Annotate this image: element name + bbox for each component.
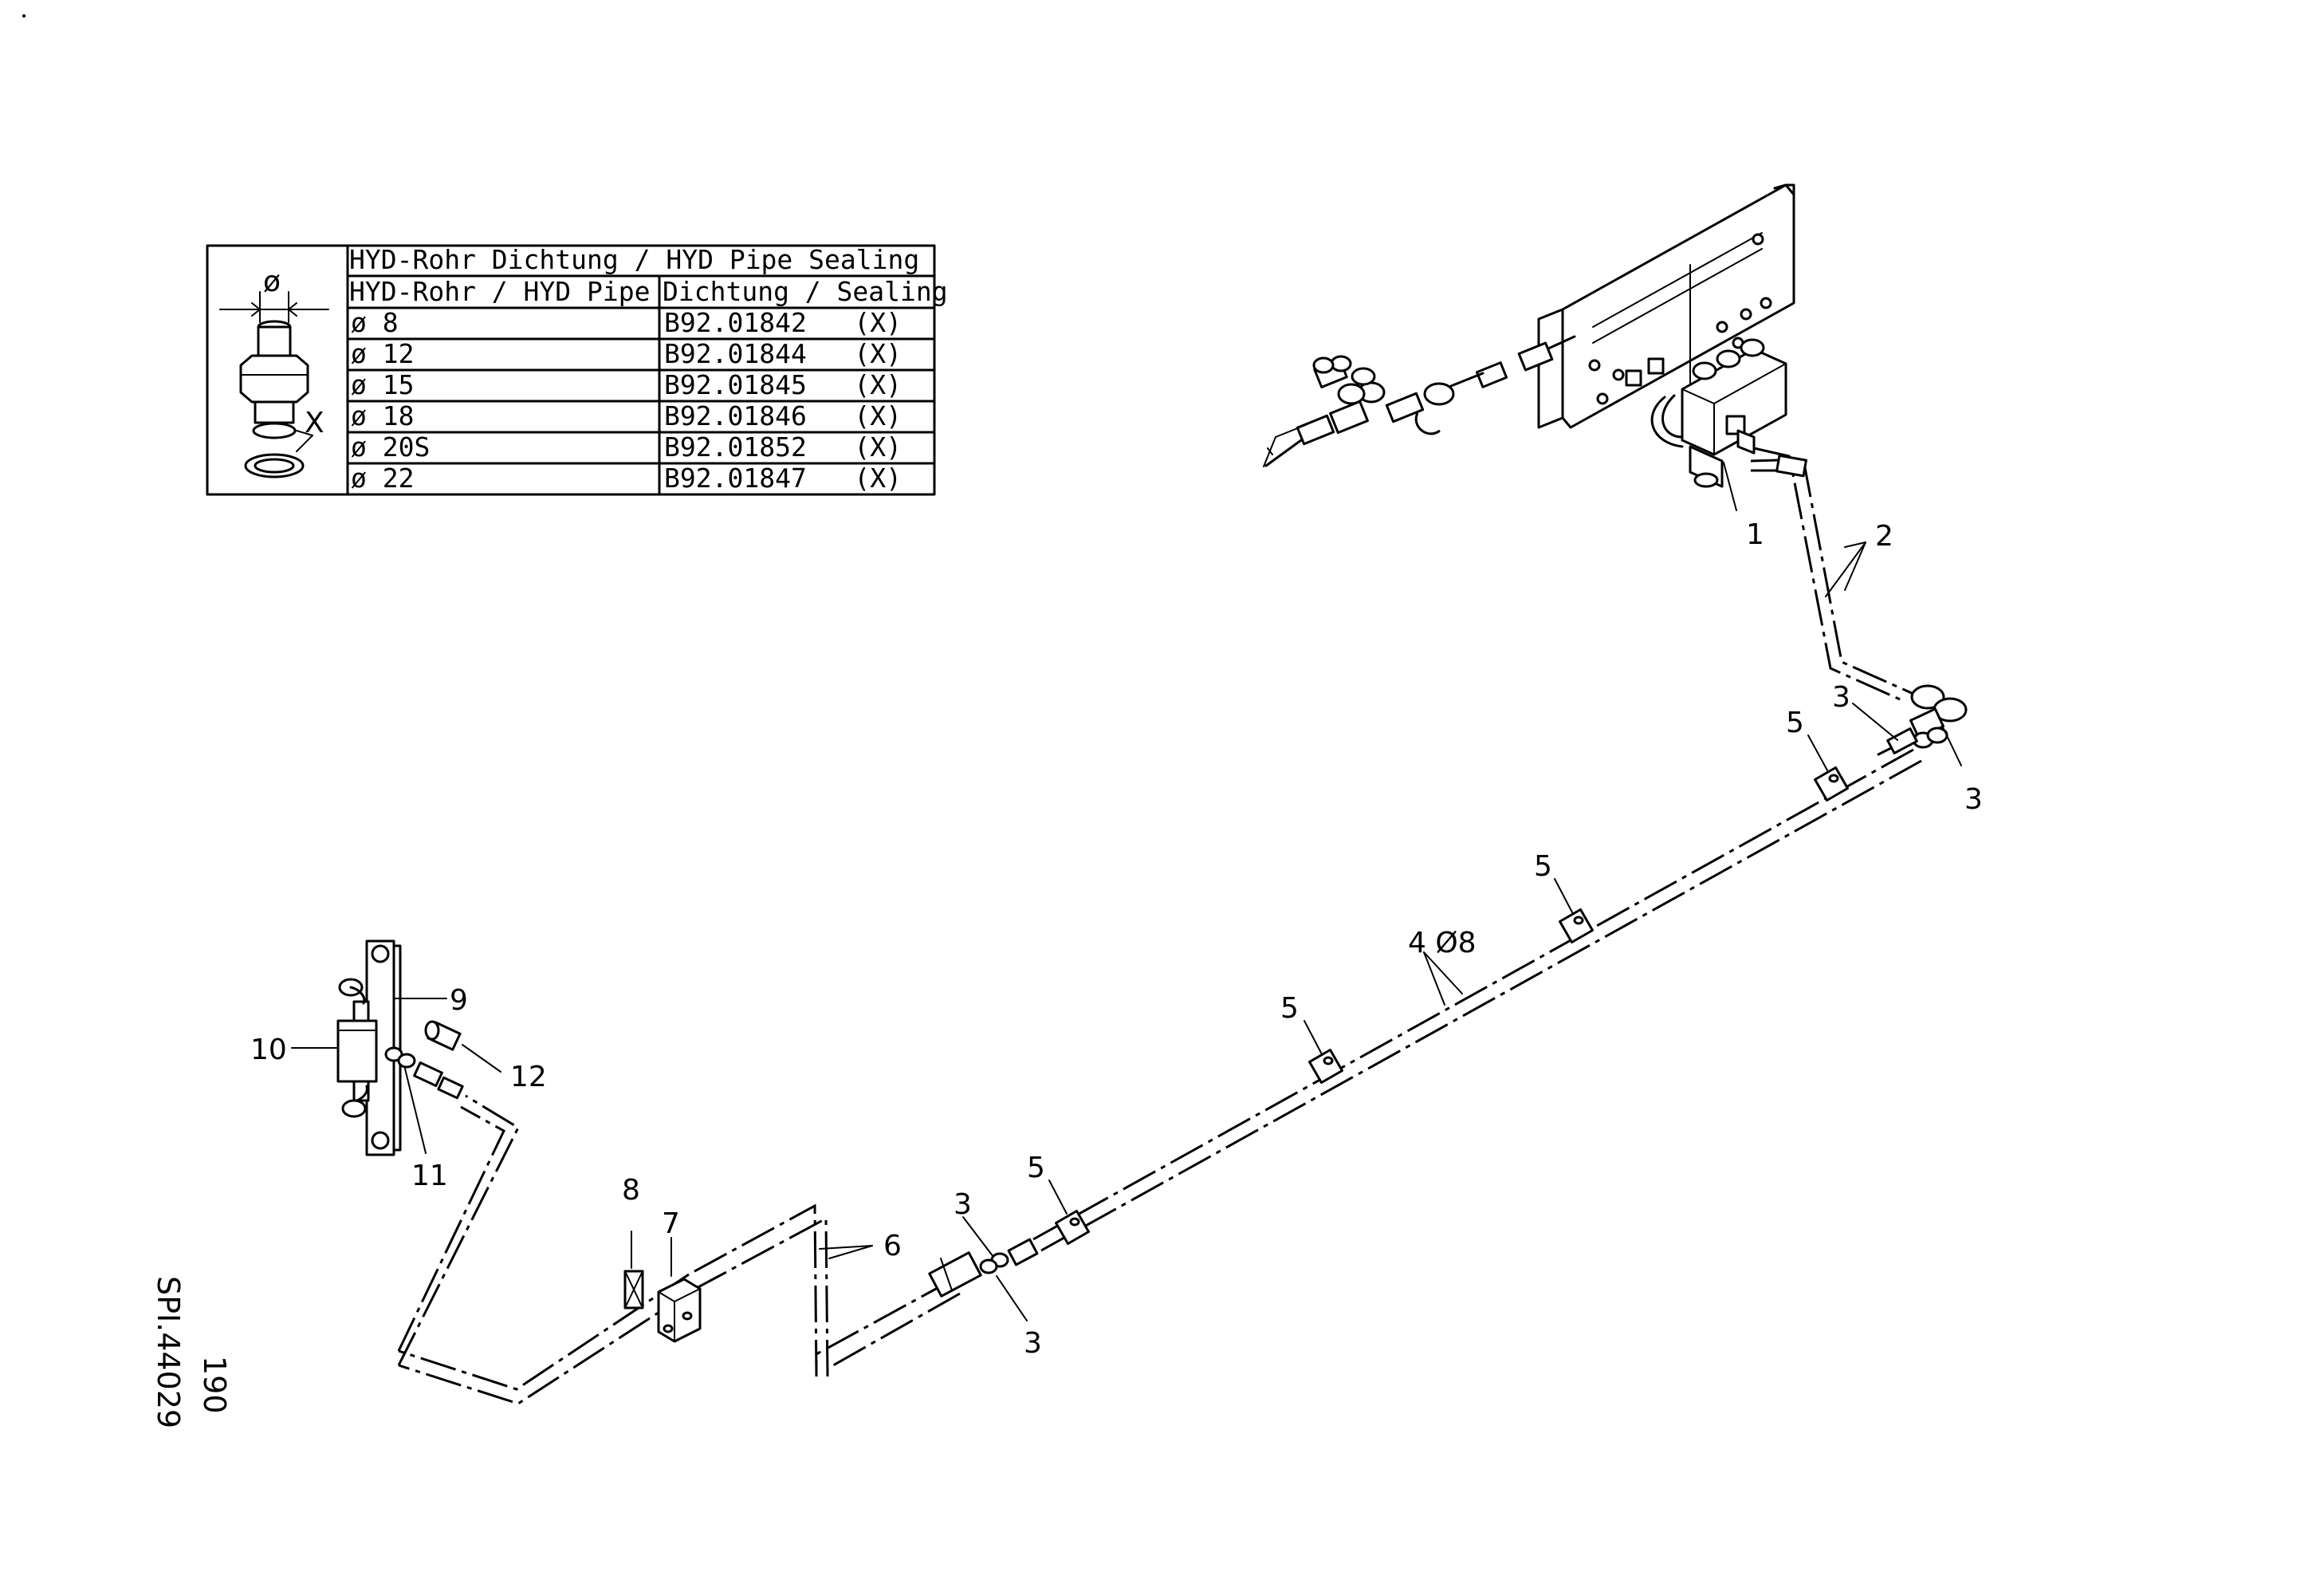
table-seal-cell: B92.01842 (X) — [664, 307, 902, 338]
elbow-fitting-right — [1877, 684, 1968, 756]
seal-callout-x: X — [305, 407, 324, 439]
corner-dot — [22, 14, 26, 18]
callout-3: 3 — [1024, 1327, 1042, 1360]
callout-6: 6 — [883, 1230, 902, 1262]
callout-12: 12 — [510, 1061, 547, 1093]
pipe-clamp — [1814, 766, 1849, 801]
table-header-seal: Dichtung / Sealing — [663, 276, 948, 307]
fitting-seal-icon: ø X — [219, 266, 329, 478]
callout-10: 10 — [250, 1034, 287, 1066]
table-seal-cell: B92.01852 (X) — [664, 431, 902, 463]
pipe-clamp — [1055, 1210, 1090, 1245]
callout-8: 8 — [622, 1174, 640, 1207]
union-fitting — [928, 1238, 1039, 1298]
label-plate-8 — [623, 1270, 644, 1309]
pipe-2 — [1750, 447, 1914, 703]
pipe-clamp — [1308, 1049, 1343, 1084]
control-valve-assembly — [1263, 183, 1795, 488]
drawing-reference: SPI.44029 — [151, 1276, 186, 1428]
callout-9: 9 — [450, 984, 468, 1017]
callout-1: 1 — [1746, 518, 1764, 551]
table-pipe-cell: ø 22 — [351, 463, 414, 494]
callout-5: 5 — [1534, 850, 1552, 883]
callout-3: 3 — [1964, 783, 1983, 816]
valve-body-10 — [336, 978, 378, 1118]
table-pipe-cell: ø 15 — [351, 369, 414, 400]
callout-4-pipe-diameter: 4 Ø8 — [1408, 927, 1477, 959]
callout-2: 2 — [1875, 520, 1893, 553]
plug-12 — [424, 1020, 462, 1051]
table-seal-cell: B92.01847 (X) — [664, 463, 902, 494]
table-seal-cell: B92.01844 (X) — [664, 338, 902, 369]
callout-11: 11 — [411, 1160, 448, 1192]
page-number: 190 — [197, 1356, 232, 1414]
diameter-symbol: ø — [263, 266, 281, 298]
callout-5: 5 — [1786, 707, 1804, 739]
pipe-4 — [1032, 748, 1922, 1252]
callout-7: 7 — [662, 1207, 680, 1240]
table-pipe-cell: ø 12 — [351, 338, 414, 369]
table-title: HYD-Rohr Dichtung / HYD Pipe Sealing — [349, 244, 919, 275]
callout-3: 3 — [1832, 681, 1850, 714]
clamp-block-7 — [657, 1278, 702, 1343]
callout-5: 5 — [1280, 992, 1299, 1025]
callout-3: 3 — [954, 1188, 972, 1221]
leader-lines — [291, 462, 1962, 1321]
callout-5: 5 — [1027, 1152, 1045, 1184]
pipe-clamp — [1559, 908, 1594, 943]
sealing-table: HYD-Rohr Dichtung / HYD Pipe Sealing HYD… — [206, 244, 948, 496]
fittings-11 — [384, 1046, 464, 1100]
table-pipe-cell: ø 8 — [351, 307, 399, 338]
table-header-pipe: HYD-Rohr / HYD Pipe — [349, 276, 651, 307]
table-seal-cell: B92.01845 (X) — [664, 369, 902, 400]
table-pipe-cell: ø 20S — [351, 431, 430, 463]
table-pipe-cell: ø 18 — [351, 400, 414, 431]
pipe-6 — [397, 1094, 961, 1405]
table-seal-cell: B92.01846 (X) — [664, 400, 902, 431]
